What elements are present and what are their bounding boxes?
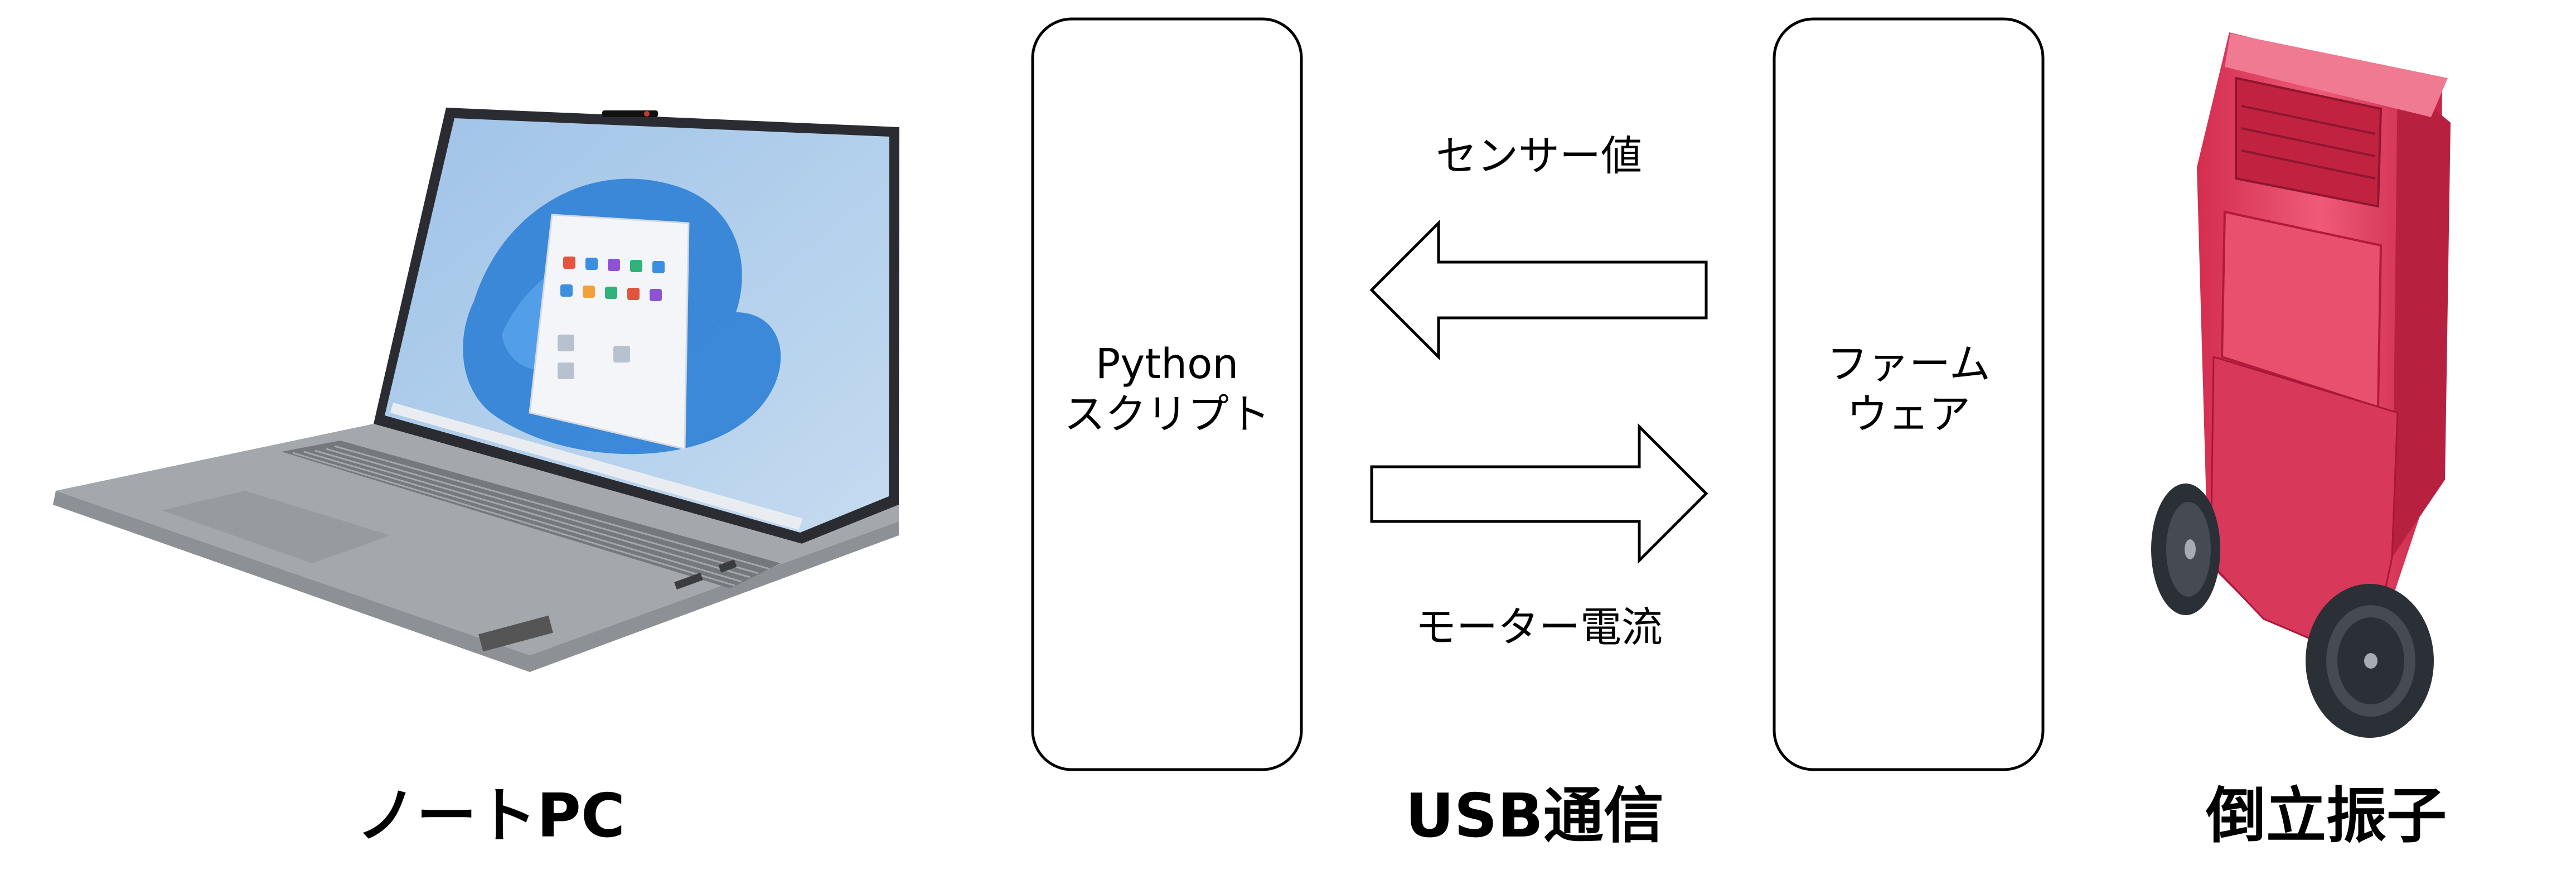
laptop-caption: ノートPC: [356, 781, 625, 851]
pendulum-side-panel: [2392, 78, 2451, 558]
sensor-value-label: センサー値: [1436, 132, 1642, 180]
usb-caption: USB通信: [1405, 781, 1664, 851]
python-script-label-line2: スクリプト: [1064, 390, 1270, 438]
laptop-brand-plate: [478, 615, 553, 652]
python-script-label-line1: Python: [1096, 340, 1239, 388]
webcam: [602, 110, 658, 117]
start-menu-app-icons: [558, 257, 665, 379]
laptop-image: [53, 108, 899, 672]
pendulum-battery-cells: [2241, 105, 2376, 180]
firmware-label-line1: ファーム: [1827, 340, 1991, 388]
laptop-base: [56, 424, 899, 655]
python-script-frame: [1031, 17, 1303, 771]
sensor-value-arrow: [1369, 219, 1708, 361]
webcam-lens: [644, 111, 650, 117]
inverted-pendulum-image: [2151, 32, 2451, 738]
firmware-frame: [1773, 17, 2045, 771]
left-wheel: [2151, 484, 2220, 615]
keyboard-keys: [292, 445, 770, 587]
motor-current-arrow: [1370, 423, 1708, 564]
firmware-label-line2: ウェア: [1847, 390, 1970, 438]
laptop-port-usb: [718, 559, 737, 573]
taskbar: [390, 403, 803, 530]
start-menu-panel: [529, 214, 690, 450]
right-wheel: [2306, 584, 2434, 738]
motor-current-label: モーター電流: [1415, 603, 1663, 651]
firmware-box: ファーム ウェア: [1773, 17, 2045, 771]
touchpad: [162, 491, 390, 563]
laptop-port: [674, 572, 703, 590]
python-script-box: Python スクリプト: [1031, 17, 1303, 771]
pendulum-top-housing: [2225, 33, 2448, 117]
pendulum-caption: 倒立振子: [2205, 781, 2447, 851]
